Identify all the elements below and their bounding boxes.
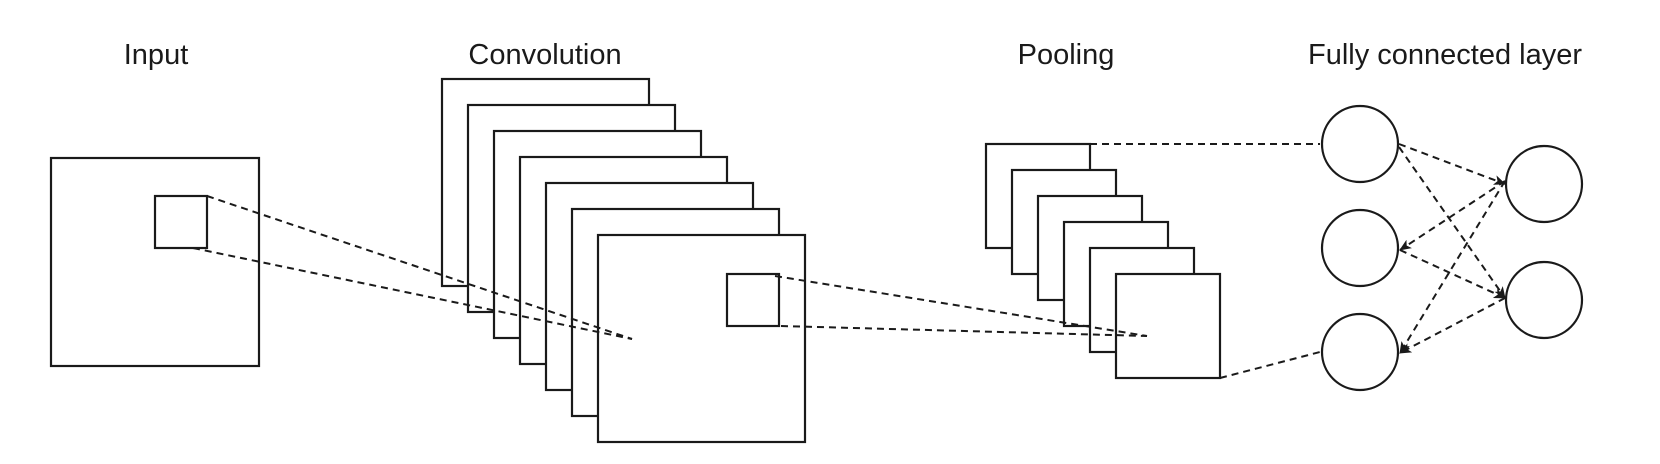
input-receptive-field — [153, 194, 209, 250]
fc-connections — [1398, 143, 1506, 354]
input-stage — [49, 156, 261, 368]
fc-input-node — [1320, 312, 1400, 392]
fc-arrow — [1398, 143, 1506, 185]
fc-arrow — [1399, 180, 1506, 251]
input-label: Input — [124, 39, 189, 71]
pool-to-fc-line — [1219, 351, 1321, 379]
input-image — [49, 156, 261, 368]
convolution-stage — [440, 77, 807, 444]
fc-arrow — [1399, 297, 1506, 354]
conv-feature-map — [596, 233, 807, 444]
pooling-feature-map — [1114, 272, 1222, 380]
fc-output-node — [1504, 144, 1584, 224]
input-to-conv-line — [192, 247, 633, 340]
fc-input-node — [1320, 208, 1400, 288]
fc-arrow — [1399, 180, 1506, 354]
fc-input-node — [1320, 104, 1400, 184]
fc-arrow — [1399, 249, 1506, 299]
fully-connected-label: Fully connected layer — [1308, 39, 1582, 71]
pooling-label: Pooling — [1018, 39, 1115, 71]
conv-to-pool-line — [780, 325, 1148, 337]
conv-to-pool-line — [774, 275, 1148, 337]
conv-pooling-window — [725, 272, 781, 328]
input-to-conv-line — [206, 195, 633, 340]
fc-arrow — [1398, 146, 1506, 299]
pooling-stage — [984, 142, 1222, 380]
fc-output-node — [1504, 260, 1584, 340]
convolution-label: Convolution — [468, 39, 621, 71]
